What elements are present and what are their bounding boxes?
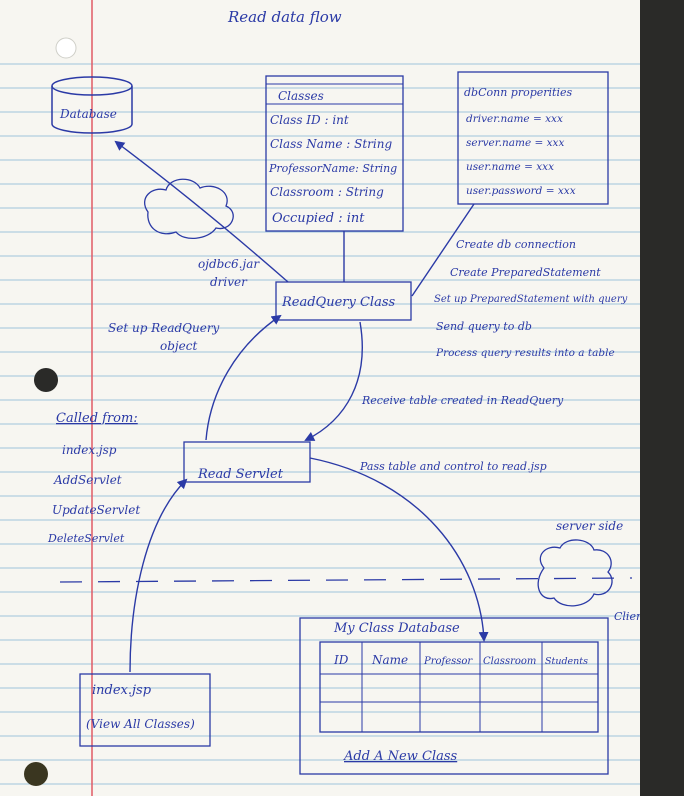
servlet-to-readjsp-arrow (309, 457, 489, 642)
network-cloud-icon (143, 178, 234, 239)
classes-field: Class Name : String (270, 137, 392, 151)
classes-box: Classes Class ID : int Class Name : Stri… (265, 75, 404, 232)
column-header-students: Students (545, 656, 588, 667)
client-cloud-icon (537, 539, 613, 607)
classes-field: Class ID : int (270, 113, 349, 127)
classes-field: Occupied : int (272, 211, 365, 226)
servlet-to-readquery-arrow (205, 314, 282, 441)
ruled-lines (0, 63, 640, 785)
db-conn-field: server.name = xxx (466, 137, 564, 149)
index-jsp-box: index.jsp (View All Classes) (79, 673, 211, 747)
read-query-step: Create db connection (456, 238, 576, 251)
index-jsp-label: index.jsp (92, 683, 152, 698)
server-side-label: server side (556, 519, 623, 533)
indexjsp-to-servlet-arrow (129, 478, 188, 673)
readquery-to-database-arrow (114, 140, 289, 283)
column-header-name: Name (371, 653, 408, 667)
called-from-item: AddServlet (53, 473, 122, 487)
read-servlet-box: Read Servlet (183, 441, 311, 483)
column-header-professor: Professor (423, 656, 473, 667)
classes-header: Classes (278, 89, 324, 103)
connectors (114, 140, 489, 673)
setup-object-label: object (160, 339, 197, 353)
pass-table-label: Pass table and control to read.jsp (359, 460, 547, 473)
dbconn-to-readquery-line (411, 203, 475, 297)
class-db-title: My Class Database (333, 621, 460, 636)
tier-divider (59, 577, 633, 583)
called-from-item: index.jsp (62, 443, 117, 457)
receive-table-label: Receive table created in ReadQuery (361, 394, 564, 407)
db-conn-field: user.name = xxx (466, 161, 554, 173)
add-new-class-link[interactable]: Add A New Class (343, 749, 458, 764)
class-database-page: My Class Database ID Name Professor Clas… (299, 617, 609, 775)
desk-background (640, 0, 684, 796)
read-servlet-label: Read Servlet (197, 467, 284, 482)
column-header-classroom: Classroom (483, 656, 536, 667)
db-conn-field: driver.name = xxx (466, 113, 563, 125)
setup-object-label: Set up ReadQuery (108, 321, 220, 335)
classes-field: Classroom : String (270, 185, 384, 199)
read-query-step: Set up PreparedStatement with query (434, 294, 628, 305)
read-query-label: ReadQuery Class (281, 295, 395, 310)
read-query-step: Create PreparedStatement (450, 266, 601, 279)
db-conn-field: user.password = xxx (466, 185, 576, 197)
db-conn-box: dbConn properities driver.name = xxx ser… (457, 71, 609, 205)
driver-label: driver (210, 275, 248, 289)
called-from-item: DeleteServlet (47, 532, 125, 545)
page-title: Read data flow (227, 8, 342, 26)
called-from-header: Called from: (56, 411, 138, 426)
readquery-to-servlet-arrow (304, 321, 363, 441)
index-jsp-sublabel: (View All Classes) (86, 717, 195, 731)
binder-hole-bottom (24, 762, 48, 786)
read-query-step: Send query to db (436, 320, 532, 333)
driver-jar-label: ojdbc6.jar (198, 257, 260, 271)
classes-field: ProfessorName: String (268, 162, 397, 175)
column-header-id: ID (333, 653, 349, 667)
binder-hole-middle (34, 368, 58, 392)
db-conn-header: dbConn properities (464, 86, 572, 99)
database-node: Database (51, 76, 133, 134)
read-query-step: Process query results into a table (435, 347, 615, 359)
called-from-item: UpdateServlet (52, 503, 140, 517)
database-label: Database (59, 107, 117, 121)
binder-hole-top (55, 37, 77, 59)
